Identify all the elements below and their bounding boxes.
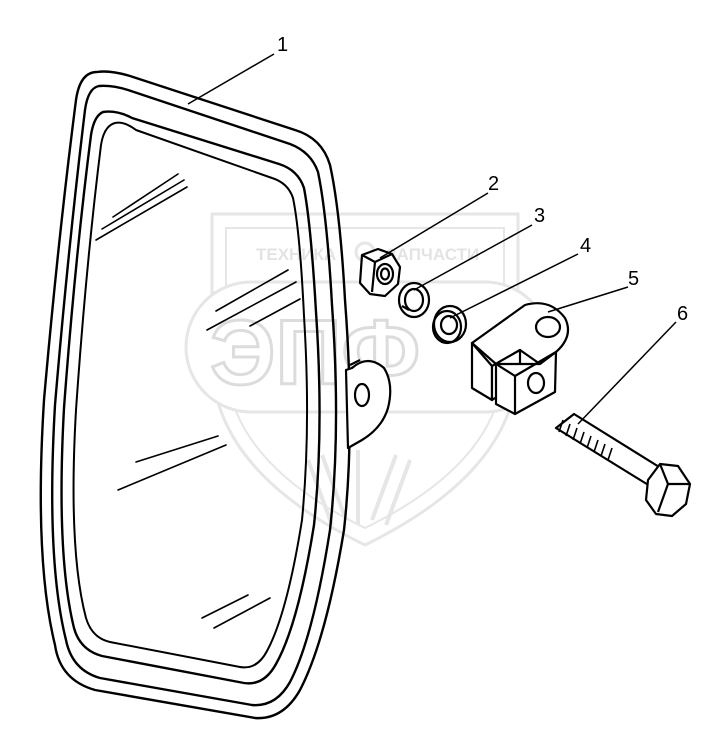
callout-2: 2: [488, 173, 499, 195]
watermark-text-left: ТЕХНИКА: [256, 245, 336, 264]
glass-reflection-lines: [95, 173, 301, 629]
callout-3: 3: [534, 205, 545, 227]
watermark-text-right: ЗАПЧАСТИ: [386, 245, 479, 264]
callout-5: 5: [628, 268, 639, 290]
callout-4: 4: [580, 235, 591, 257]
clamp-block: [470, 302, 570, 416]
split-lock-washer: [397, 281, 431, 319]
callout-6: 6: [677, 303, 688, 325]
hex-nut: [358, 247, 402, 298]
mirror-mounting-bracket: [344, 359, 392, 450]
leader-lines: [187, 53, 677, 425]
mirror-assembly: [39, 70, 351, 720]
callout-1: 1: [277, 34, 288, 56]
flat-washer: [431, 304, 468, 345]
hex-bolt: [554, 412, 692, 518]
